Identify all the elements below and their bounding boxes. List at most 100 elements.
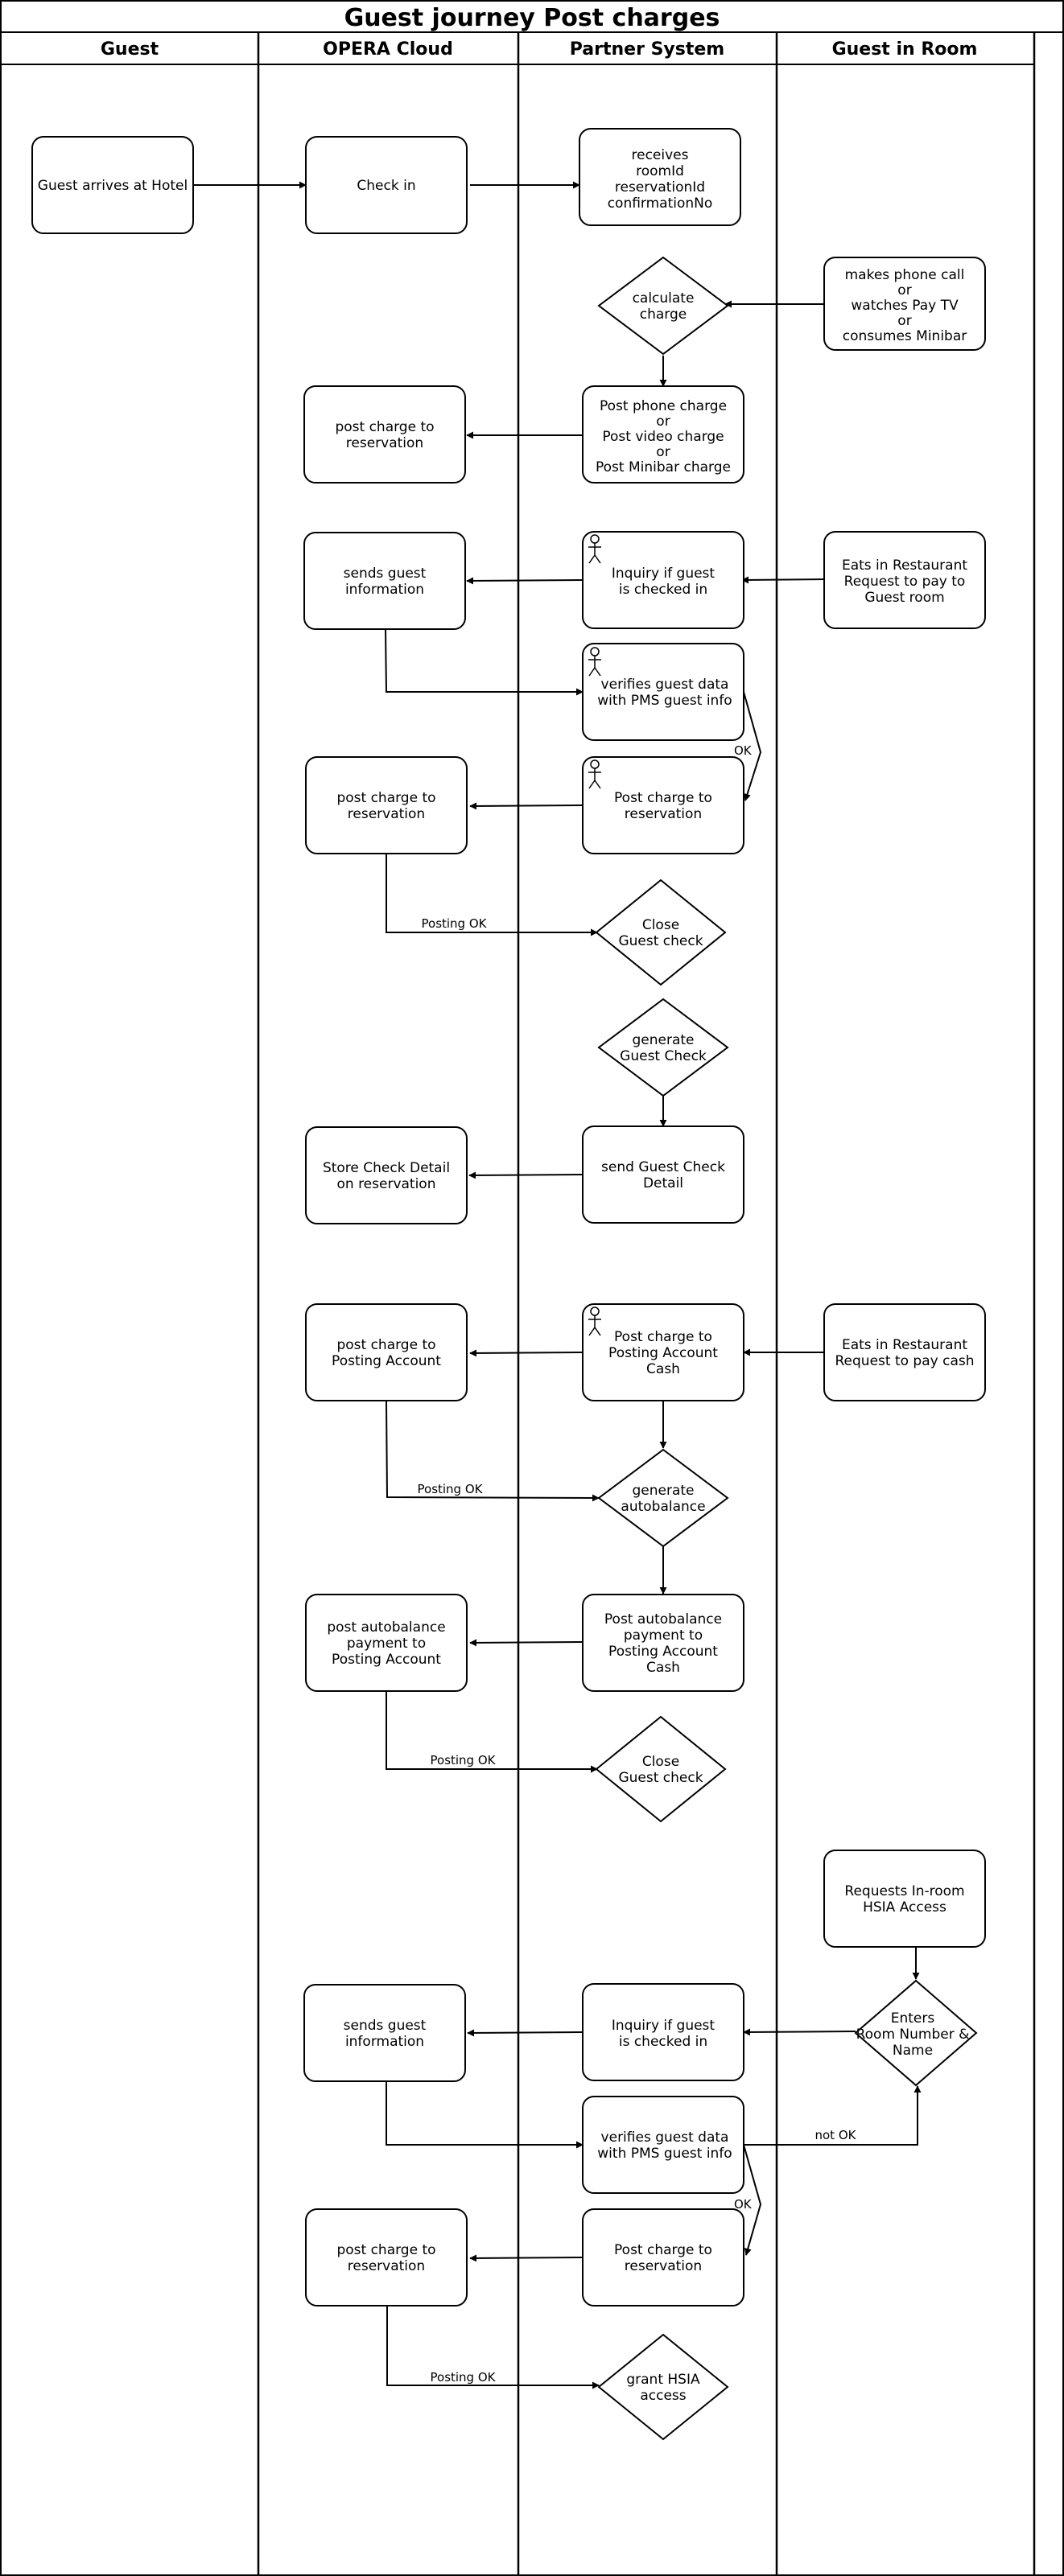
lane-header-partner-system: Partner System bbox=[570, 39, 724, 60]
lane-header-guest: Guest bbox=[101, 39, 159, 60]
edge-label-ok: OK bbox=[734, 743, 753, 758]
svg-text:Check in: Check in bbox=[357, 178, 415, 194]
edge-enters-inquiry2 bbox=[743, 2028, 856, 2036]
diagram-title: Guest journey Post charges bbox=[344, 4, 720, 32]
lane-header-opera-cloud: OPERA Cloud bbox=[323, 39, 453, 60]
edge-postres3-grant bbox=[386, 2305, 600, 2389]
lane-header-guest-in-room: Guest in Room bbox=[832, 39, 978, 60]
edge-pcres2-postres3 bbox=[469, 2254, 584, 2262]
edge-postpa-genauto bbox=[386, 1400, 600, 1502]
edge-verify2-pcres2 bbox=[743, 2144, 762, 2256]
edge-postres2-close1 bbox=[386, 853, 598, 936]
edge-label-posting-ok: Posting OK bbox=[431, 2370, 497, 2385]
edge-pcpa-postpa bbox=[469, 1349, 584, 1357]
svg-text:Guest arrives at Hotel: Guest arrives at Hotel bbox=[38, 178, 188, 194]
nodes: Guest arrives at Hotel Check in receives… bbox=[31, 128, 986, 2441]
edge-label-not-ok: not OK bbox=[815, 2128, 857, 2142]
edge-label-posting-ok: Posting OK bbox=[422, 916, 488, 931]
actor-icon bbox=[588, 759, 601, 789]
edge-label-ok: OK bbox=[734, 2197, 753, 2212]
edge-verify1-pcres1 bbox=[743, 691, 762, 801]
actor-icon bbox=[588, 647, 601, 677]
edge-label-posting-ok: Posting OK bbox=[431, 1753, 497, 1767]
edge-pcres1-postres2 bbox=[469, 802, 584, 810]
edge-sends1-verify1 bbox=[385, 628, 584, 696]
actor-icon bbox=[588, 534, 601, 564]
edge-postautopa-close2 bbox=[386, 1689, 598, 1773]
edge-verify2-enters bbox=[744, 2085, 922, 2146]
edge-label-posting-ok: Posting OK bbox=[418, 1482, 484, 1496]
actor-icons bbox=[588, 534, 601, 1336]
node-check-in: Check in bbox=[305, 136, 468, 234]
edge-inquiry1-sends1 bbox=[466, 577, 584, 585]
edge-postauto-postautopa bbox=[469, 1639, 584, 1647]
edge-sends2-verify2 bbox=[386, 2080, 584, 2149]
edges bbox=[193, 181, 922, 2389]
edge-eats1-inquiry1 bbox=[741, 576, 825, 584]
node-guest-arrives: Guest arrives at Hotel bbox=[31, 136, 194, 234]
edge-inquiry2-sends2 bbox=[467, 2029, 584, 2037]
actor-icon bbox=[588, 1307, 601, 1336]
